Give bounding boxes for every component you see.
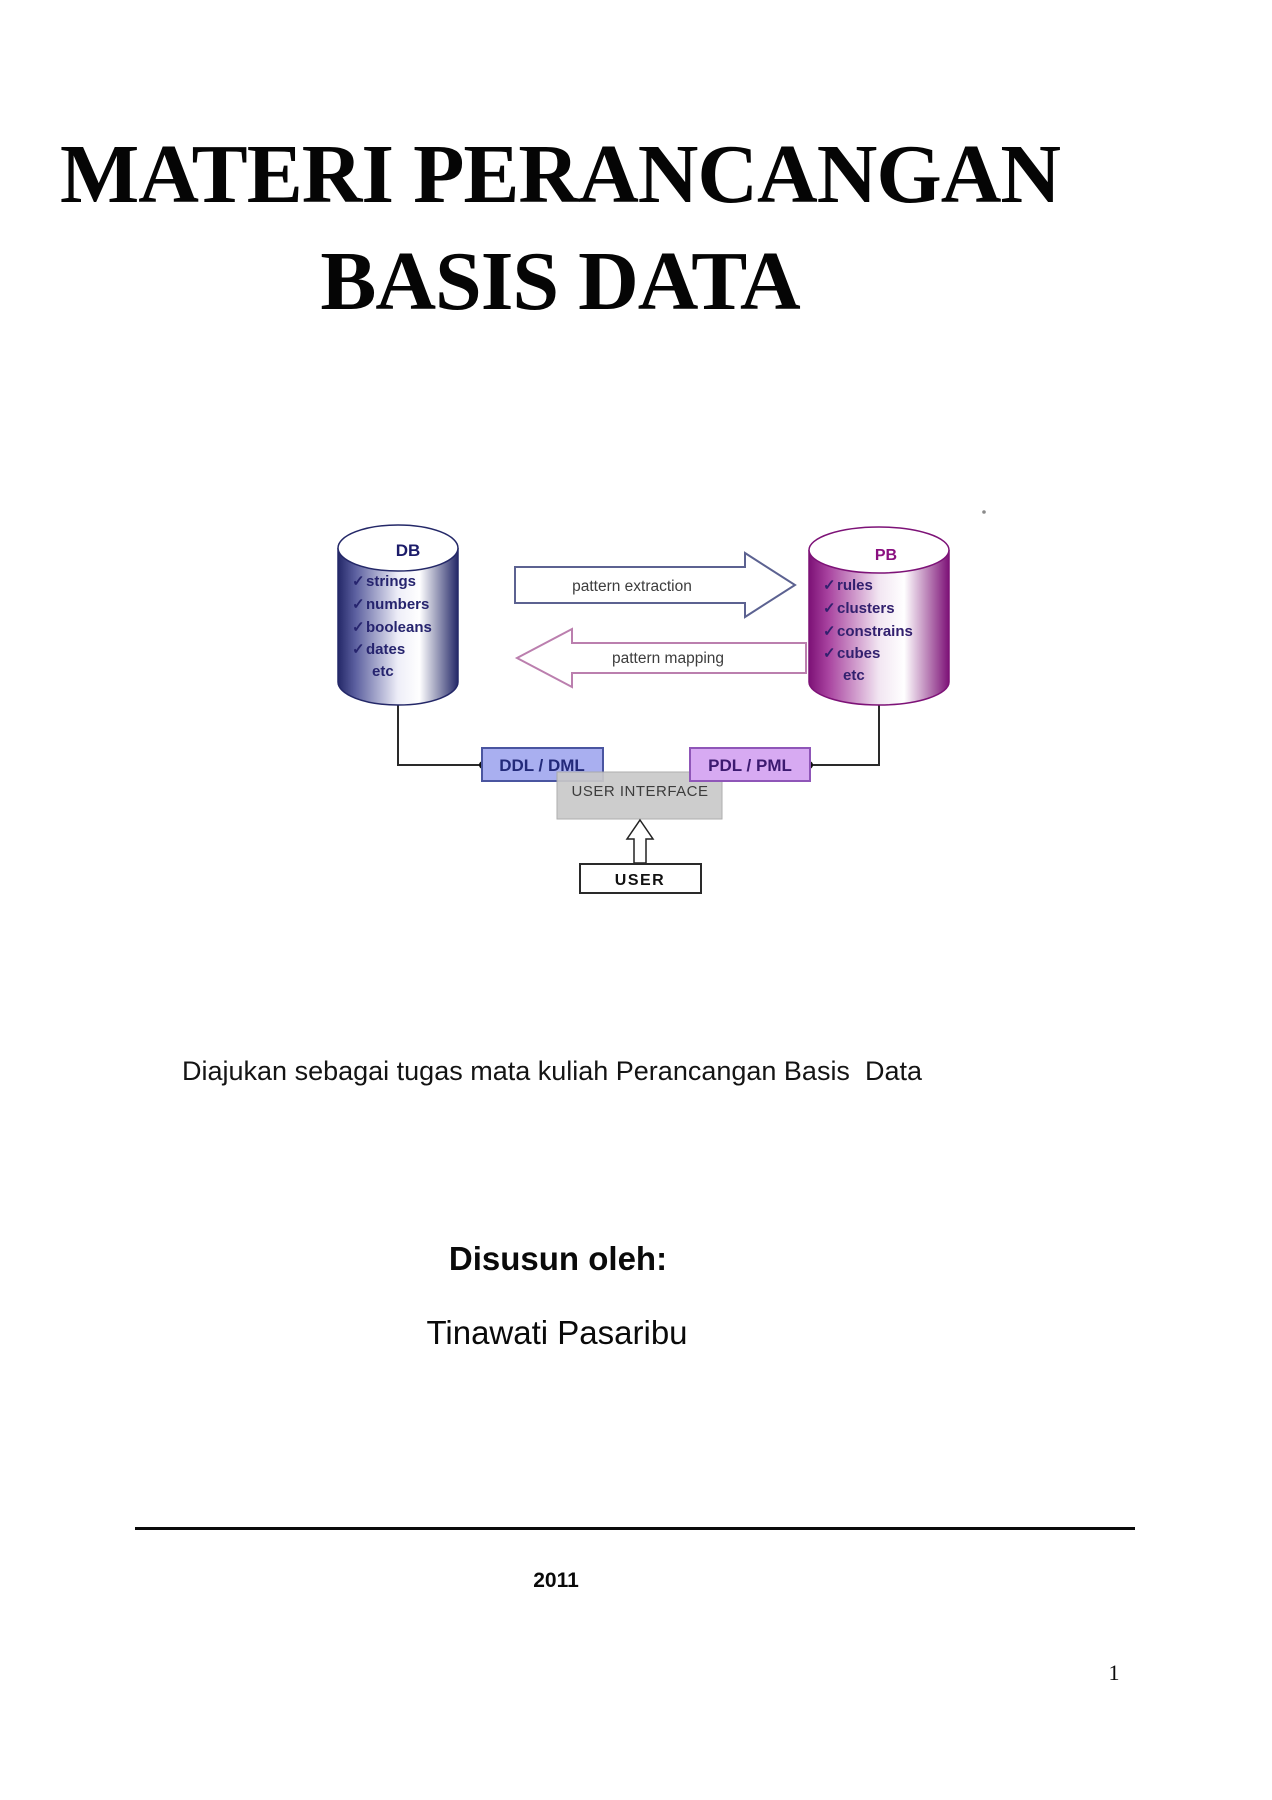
check-icon: ✓	[823, 623, 836, 640]
knowledge-discovery-diagram: DB ✓strings ✓numbers ✓booleans ✓dates et…	[337, 510, 986, 894]
check-icon: ✓	[823, 645, 836, 662]
svg-text:✓clusters: ✓clusters	[823, 600, 895, 617]
check-icon: ✓	[352, 596, 365, 613]
db-item-list: ✓strings ✓numbers ✓booleans ✓dates etc	[352, 573, 432, 680]
db-item: booleans	[366, 619, 432, 636]
check-icon: ✓	[823, 600, 836, 617]
pb-item: clusters	[837, 600, 895, 617]
svg-text:✓constrains: ✓constrains	[823, 623, 913, 640]
up-arrow-icon	[625, 818, 655, 864]
pattern-extraction-arrow: pattern extraction	[514, 551, 797, 619]
page-number: 1	[1108, 1660, 1120, 1685]
title-line-2: BASIS DATA	[320, 234, 800, 328]
pdl-pml-label: PDL / PML	[708, 756, 792, 775]
check-icon: ✓	[352, 619, 365, 636]
svg-text:✓numbers: ✓numbers	[352, 596, 429, 613]
pb-item: rules	[837, 577, 873, 594]
author-heading: Disusun oleh:	[448, 1240, 668, 1277]
pb-label: PB	[875, 547, 897, 564]
page-title: MATERI PERANCANGAN BASIS DATA	[0, 122, 1120, 335]
check-icon: ✓	[352, 641, 365, 658]
subtitle: Diajukan sebagai tugas mata kuliah Peran…	[182, 1056, 922, 1086]
author-name: Tinawati Pasaribu	[426, 1314, 688, 1351]
ddl-dml-box: DDL / DML	[481, 747, 604, 782]
pattern-mapping-label: pattern mapping	[612, 650, 724, 667]
pb-item-list: ✓rules ✓clusters ✓constrains ✓cubes etc	[823, 577, 913, 684]
db-cylinder: DB ✓strings ✓numbers ✓booleans ✓dates et…	[337, 524, 459, 706]
db-item-etc: etc	[372, 663, 394, 680]
ddl-dml-label: DDL / DML	[499, 756, 585, 775]
pdl-pml-box: PDL / PML	[689, 747, 811, 782]
footer-divider	[135, 1527, 1135, 1530]
check-icon: ✓	[823, 577, 836, 594]
db-item: numbers	[366, 596, 429, 613]
svg-text:✓rules: ✓rules	[823, 577, 873, 594]
pb-item-etc: etc	[843, 667, 865, 684]
pb-item: cubes	[837, 645, 880, 662]
cover-diagram: DB ✓strings ✓numbers ✓booleans ✓dates et…	[280, 425, 995, 905]
svg-text:✓booleans: ✓booleans	[352, 619, 432, 636]
user-interface-label: USER INTERFACE	[571, 783, 708, 800]
pb-item: constrains	[837, 623, 913, 640]
db-item: strings	[366, 573, 416, 590]
pattern-mapping-arrow: pattern mapping	[514, 627, 807, 689]
svg-text:✓dates: ✓dates	[352, 641, 405, 658]
svg-text:✓cubes: ✓cubes	[823, 645, 880, 662]
pattern-extraction-label: pattern extraction	[572, 578, 692, 595]
check-icon: ✓	[352, 573, 365, 590]
user-label: USER	[615, 872, 665, 889]
user-box: USER	[579, 863, 702, 894]
svg-text:✓strings: ✓strings	[352, 573, 416, 590]
title-line-1: MATERI PERANCANGAN	[59, 128, 1061, 221]
db-label: DB	[396, 541, 421, 560]
artifact-dot	[982, 510, 986, 514]
year: 2011	[533, 1569, 579, 1592]
pb-cylinder: PB ✓rules ✓clusters ✓constrains ✓cubes e…	[808, 526, 950, 706]
db-item: dates	[366, 641, 405, 658]
connector-lines	[397, 700, 880, 766]
